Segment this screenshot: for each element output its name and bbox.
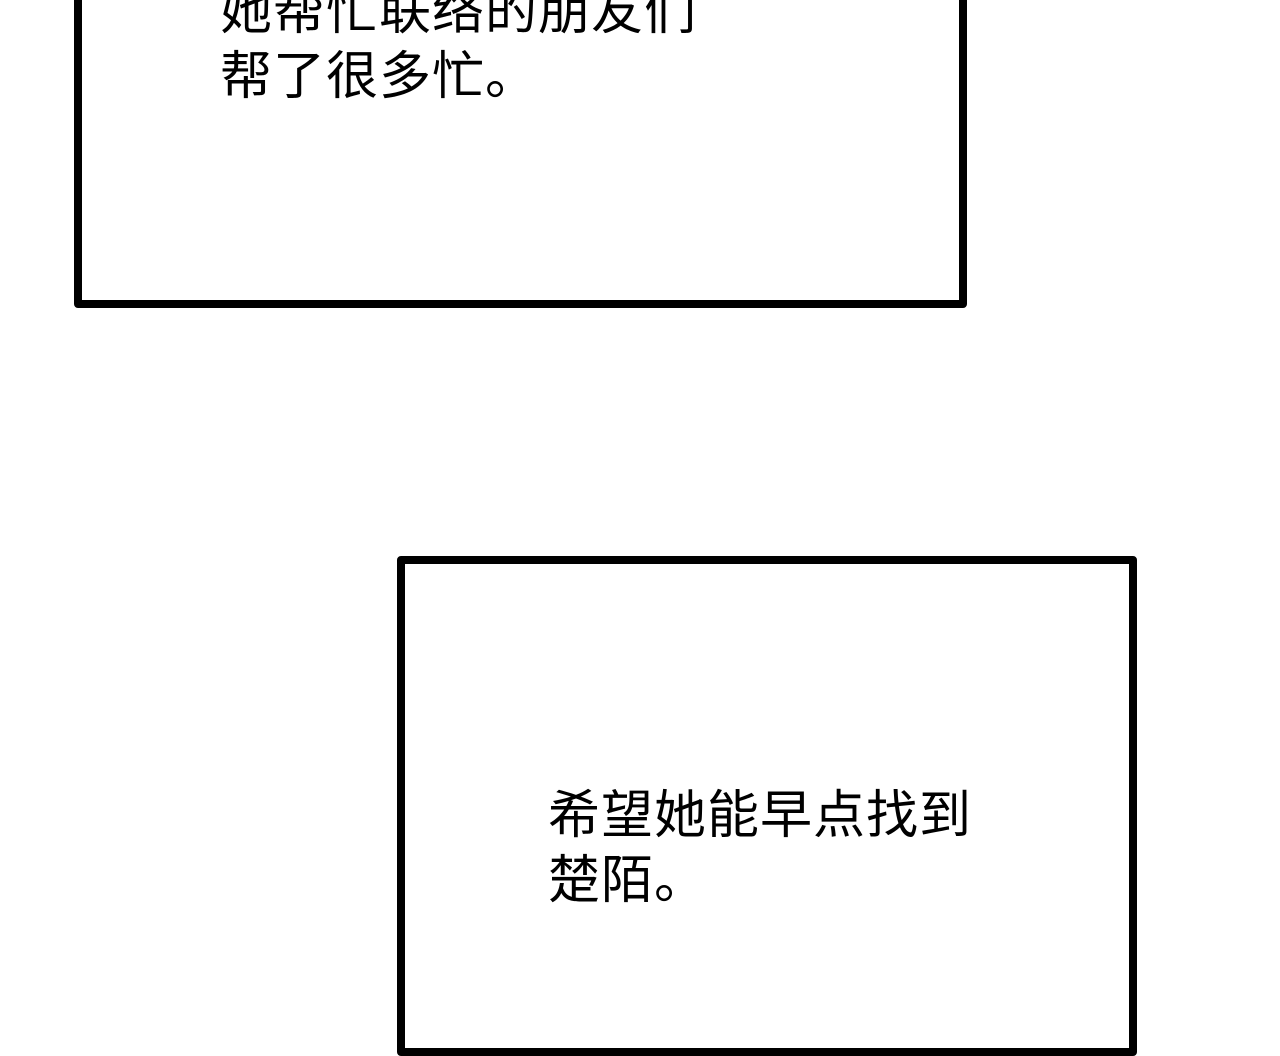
caption-line: 楚陌。	[548, 851, 708, 911]
caption-box-1	[74, 0, 967, 308]
caption-line: 帮了很多忙。	[220, 47, 539, 107]
caption-line: 希望她能早点找到	[548, 786, 973, 846]
caption-line: 她帮忙联络的朋友们	[220, 0, 698, 42]
caption-box-2	[397, 556, 1137, 1056]
caption-text-2: 希望她能早点找到 楚陌。	[548, 784, 972, 914]
caption-text-1: 她帮忙联络的朋友们 帮了很多忙。	[220, 0, 697, 110]
